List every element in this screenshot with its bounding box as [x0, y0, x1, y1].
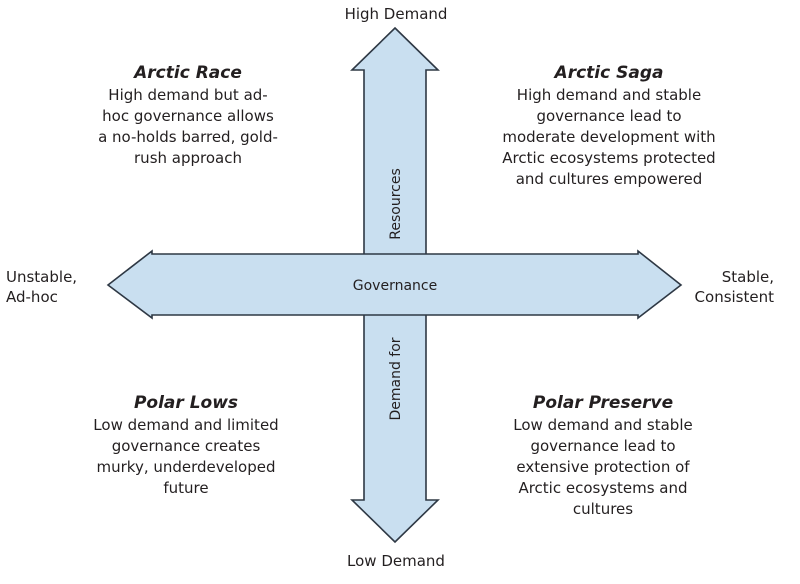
high-demand-label: High Demand [344, 5, 448, 23]
arctic-saga-description: High demand and stable governance lead t… [502, 86, 716, 188]
quadrant-polar-lows: Polar Lows Low demand and limited govern… [86, 391, 286, 499]
horizontal-governance-arrow [106, 249, 683, 320]
governance-label: Governance [353, 278, 437, 294]
stable-consistent-label: Stable, Consistent [695, 267, 774, 307]
demand-for-label: Demand for [388, 337, 404, 420]
unstable-adhoc-label: Unstable, Ad-hoc [6, 267, 77, 307]
polar-lows-description: Low demand and limited governance create… [93, 416, 279, 497]
adhoc-line: Ad-hoc [6, 288, 58, 306]
unstable-line: Unstable, [6, 268, 78, 286]
low-demand-label: Low Demand [347, 552, 445, 570]
quadrant-arctic-saga: Arctic Saga High demand and stable gover… [494, 61, 724, 190]
polar-lows-title: Polar Lows [133, 393, 239, 413]
polar-preserve-title: Polar Preserve [532, 393, 674, 413]
stable-line: Stable, [721, 268, 774, 286]
consistent-line: Consistent [694, 288, 774, 306]
quadrant-arctic-race: Arctic Race High demand but ad-hoc gover… [88, 61, 288, 169]
arctic-saga-title: Arctic Saga [554, 63, 664, 83]
arctic-race-description: High demand but ad-hoc governance allows… [98, 86, 278, 167]
polar-preserve-description: Low demand and stable governance lead to… [513, 416, 693, 518]
quadrant-polar-preserve: Polar Preserve Low demand and stable gov… [498, 391, 708, 520]
resources-label: Resources [388, 168, 404, 240]
arctic-race-title: Arctic Race [134, 63, 242, 83]
